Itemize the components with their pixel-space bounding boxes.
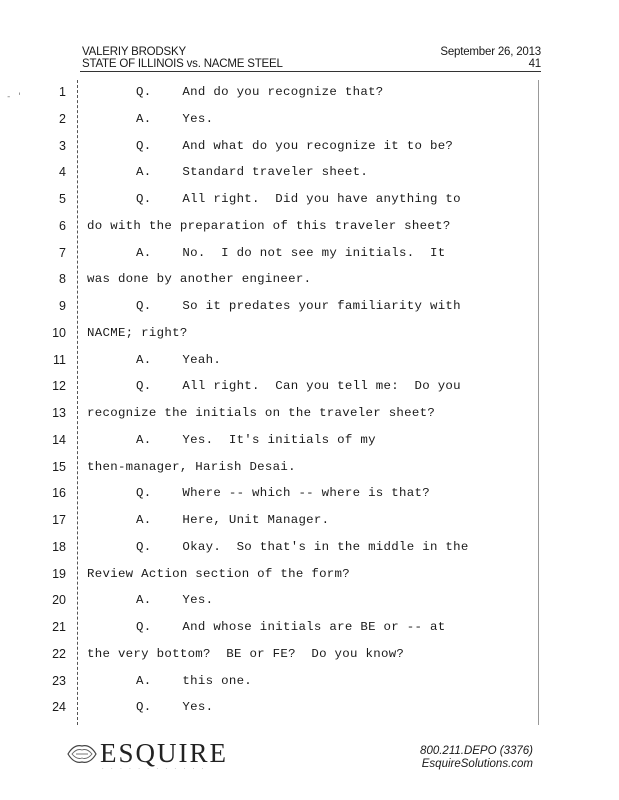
line-text: Q. Where -- which -- where is that? [136,486,430,501]
line-number: 11 [53,352,66,367]
transcript-line: 7 A. No. I do not see my initials. It [0,246,619,273]
line-number: 18 [52,539,66,554]
transcript-line: 14 A. Yes. It's initials of my [0,433,619,460]
line-number: 24 [52,700,66,715]
line-number: 4 [59,165,66,180]
line-number: 6 [59,218,66,233]
line-number: 15 [52,459,66,474]
line-text: Q. And what do you recognize it to be? [136,138,454,153]
line-text: A. Yes. [136,593,214,608]
line-text: Q. All right. Can you tell me: Do you [136,379,461,394]
transcript-line: 4 A. Standard traveler sheet. [0,165,619,192]
transcript-line: 17 A. Here, Unit Manager. [0,513,619,540]
line-number: 23 [52,673,66,688]
transcript-line: 3 Q. And what do you recognize it to be? [0,139,619,166]
transcript-line: 20 A. Yes. [0,593,619,620]
witness-name: VALERIY BRODSKY [82,46,186,58]
transcript-line: 21 Q. And whose initials are BE or -- at [0,620,619,647]
line-text: Q. So it predates your familiarity with [136,299,461,313]
logo-wordmark: ESQUIRE [100,738,228,768]
line-text: NACME; right? [87,325,188,340]
transcript-line: 11 A. Yeah. [0,353,619,380]
line-number: 2 [59,111,66,126]
contact-phone: 800.211.DEPO (3376) [420,745,533,757]
line-text: A. Here, Unit Manager. [136,513,330,527]
margin-mark: - ' [6,92,23,102]
line-number: 3 [59,138,66,153]
line-number: 10 [52,325,66,340]
transcript-line: 18 Q. Okay. So that's in the middle in th… [0,540,619,567]
transcript-line: 16 Q. Where -- which -- where is that? [0,486,619,513]
transcript-line: 22 the very bottom? BE or FE? Do you know… [0,647,619,674]
line-number: 16 [52,486,66,501]
logo-tagline: · · · · · · · · · · · · [102,766,207,772]
transcript-line: 5 Q. All right. Did you have anything to [0,192,619,219]
line-number: 8 [59,272,66,287]
esquire-logo-icon [67,745,97,763]
line-text: A. No. I do not see my initials. It [136,245,446,260]
transcript-line: 8 was done by another engineer. [0,272,619,299]
line-text: Q. Yes. [136,700,214,715]
case-title: STATE OF ILLINOIS vs. NACME STEEL [82,58,283,70]
deposition-date: September 26, 2013 [440,46,541,58]
header-rule [80,71,541,72]
page-number: 41 [528,58,542,70]
line-number: 17 [52,513,66,527]
line-number: 7 [59,245,66,260]
line-number: 19 [52,566,66,581]
line-number: 12 [52,379,66,394]
line-text: then-manager, Harish Desai. [87,459,296,474]
transcript-line: 23 A. this one. [0,674,619,701]
transcript-line: 9 Q. So it predates your familiarity with [0,299,619,326]
line-text: Q. And do you recognize that? [136,85,384,99]
line-text: was done by another engineer. [87,272,312,287]
line-number: 1 [59,85,66,99]
line-text: recognize the initials on the traveler s… [87,406,436,420]
transcript-line: 15 then-manager, Harish Desai. [0,460,619,487]
line-number: 5 [59,192,66,206]
transcript-line: 6 do with the preparation of this travele… [0,219,619,246]
line-text: the very bottom? BE or FE? Do you know? [87,646,405,661]
line-text: A. Yes. It's initials of my [136,432,376,447]
line-number: 13 [52,406,66,420]
esquire-logo: ESQUIRE · · · · · · · · · · · · [66,738,226,772]
line-text: A. Yes. [136,111,214,126]
line-number: 9 [59,299,66,313]
transcript-line: 1 Q. And do you recognize that? [0,85,619,112]
transcript-line: 13 recognize the initials on the traveler… [0,406,619,433]
transcript-line: 19 Review Action section of the form? [0,567,619,594]
contact-website: EsquireSolutions.com [421,758,533,770]
line-number: 20 [52,593,66,608]
left-margin-rule [77,80,78,725]
line-text: Q. And whose initials are BE or -- at [136,620,446,634]
line-text: A. Yeah. [136,352,222,367]
transcript-line: 2 A. Yes. [0,112,619,139]
line-number: 14 [52,432,66,447]
line-number: 21 [52,620,66,634]
transcript-line: 24 Q. Yes. [0,700,619,727]
transcript-line: 10 NACME; right? [0,326,619,353]
line-text: A. Standard traveler sheet. [136,165,369,180]
line-text: A. this one. [136,673,253,688]
transcript-line: 12 Q. All right. Can you tell me: Do you [0,379,619,406]
line-number: 22 [52,646,66,661]
line-text: Review Action section of the form? [87,566,351,581]
line-text: do with the preparation of this traveler… [87,218,451,233]
line-text: Q. All right. Did you have anything to [136,192,461,206]
line-text: Q. Okay. So that's in the middle in the [136,539,469,554]
right-margin-rule [538,80,539,725]
